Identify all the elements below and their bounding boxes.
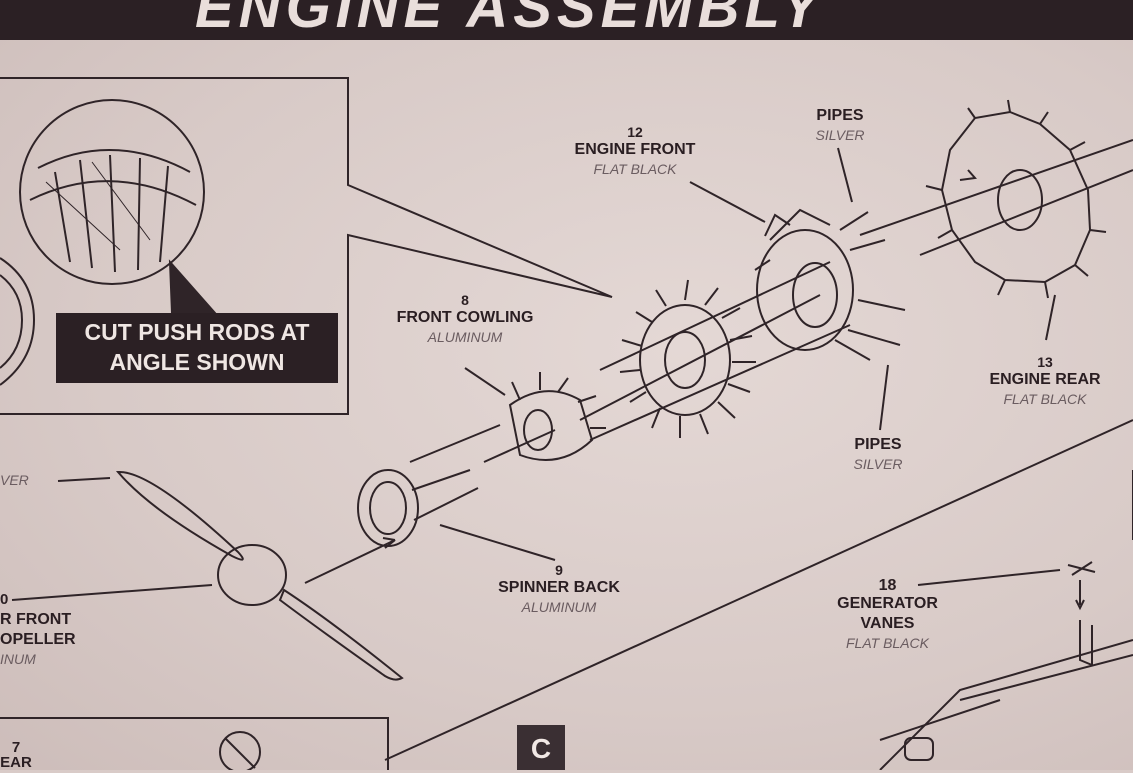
part-paint: VER — [0, 472, 29, 488]
banner-title: ENGINE ASSEMBLY — [195, 0, 825, 40]
push-rods-callout: CUT PUSH RODS AT ANGLE SHOWN — [56, 313, 338, 383]
part-number: 7 — [11, 739, 21, 756]
part-paint: SILVER — [853, 456, 903, 472]
part-paint: FLAT BLACK — [593, 161, 677, 177]
detail-inset-frame — [0, 77, 613, 415]
push-rod-detail-circle — [19, 99, 205, 285]
part-name: PIPES — [854, 436, 902, 453]
cut-symbol-circle — [219, 731, 261, 770]
engine-front-drawing — [619, 279, 756, 438]
part-paint: ALUMINUM — [521, 599, 597, 615]
label-pipes-bottom: PIPES SILVER — [838, 435, 918, 473]
propeller-drawing — [115, 470, 404, 681]
part-name-line1: R FRONT — [0, 611, 72, 628]
spinner-back-drawing — [357, 469, 479, 547]
section-banner: ENGINE ASSEMBLY — [0, 0, 1133, 40]
part-name-line1: GENERATOR — [837, 595, 938, 612]
part-paint: FLAT BLACK — [1003, 391, 1087, 407]
label-generator-vanes: 18 GENERATOR VANES FLAT BLACK — [830, 578, 945, 652]
part-name-line2: VANES — [860, 615, 915, 632]
pipes-assembly-drawing — [754, 208, 906, 361]
part-number: 18 — [878, 577, 897, 594]
part-name: SPINNER BACK — [498, 579, 620, 596]
engine-rear-drawing — [925, 99, 1107, 299]
label-front-cowling: 8 FRONT COWLING ALUMINUM — [375, 292, 555, 346]
part-paint: ALUMINUM — [427, 329, 503, 345]
label-spinner-back: 9 SPINNER BACK ALUMINUM — [478, 562, 640, 616]
part-paint: INUM — [0, 651, 36, 667]
step-badge: C — [517, 725, 565, 770]
label-pipes-top: PIPES SILVER — [800, 106, 880, 144]
label-engine-front: 12 ENGINE FRONT FLAT BLACK — [560, 124, 710, 178]
part-number: 8 — [461, 292, 469, 308]
part-number: 0 — [0, 591, 9, 608]
callout-pointer — [168, 259, 218, 314]
part-number: 13 — [1037, 354, 1053, 370]
part-name: ENGINE FRONT — [574, 141, 696, 158]
part-name: EAR — [0, 754, 32, 771]
front-cowling-drawing — [508, 372, 606, 461]
part-number: 9 — [555, 562, 563, 578]
label-propeller: 0 R FRONT OPELLER INUM — [0, 590, 76, 668]
part-name-line2: OPELLER — [0, 631, 76, 648]
label-engine-rear: 13 ENGINE REAR FLAT BLACK — [970, 354, 1120, 408]
part-paint: SILVER — [815, 127, 865, 143]
part-paint: FLAT BLACK — [846, 635, 929, 651]
part-name: FRONT COWLING — [396, 309, 534, 326]
part-name: PIPES — [816, 107, 864, 124]
label-propeller-paint-top: VER — [0, 471, 29, 489]
label-bottom-left-part: 7 EAR — [0, 739, 32, 771]
part-name: ENGINE REAR — [989, 371, 1101, 388]
part-number: 12 — [627, 124, 643, 140]
